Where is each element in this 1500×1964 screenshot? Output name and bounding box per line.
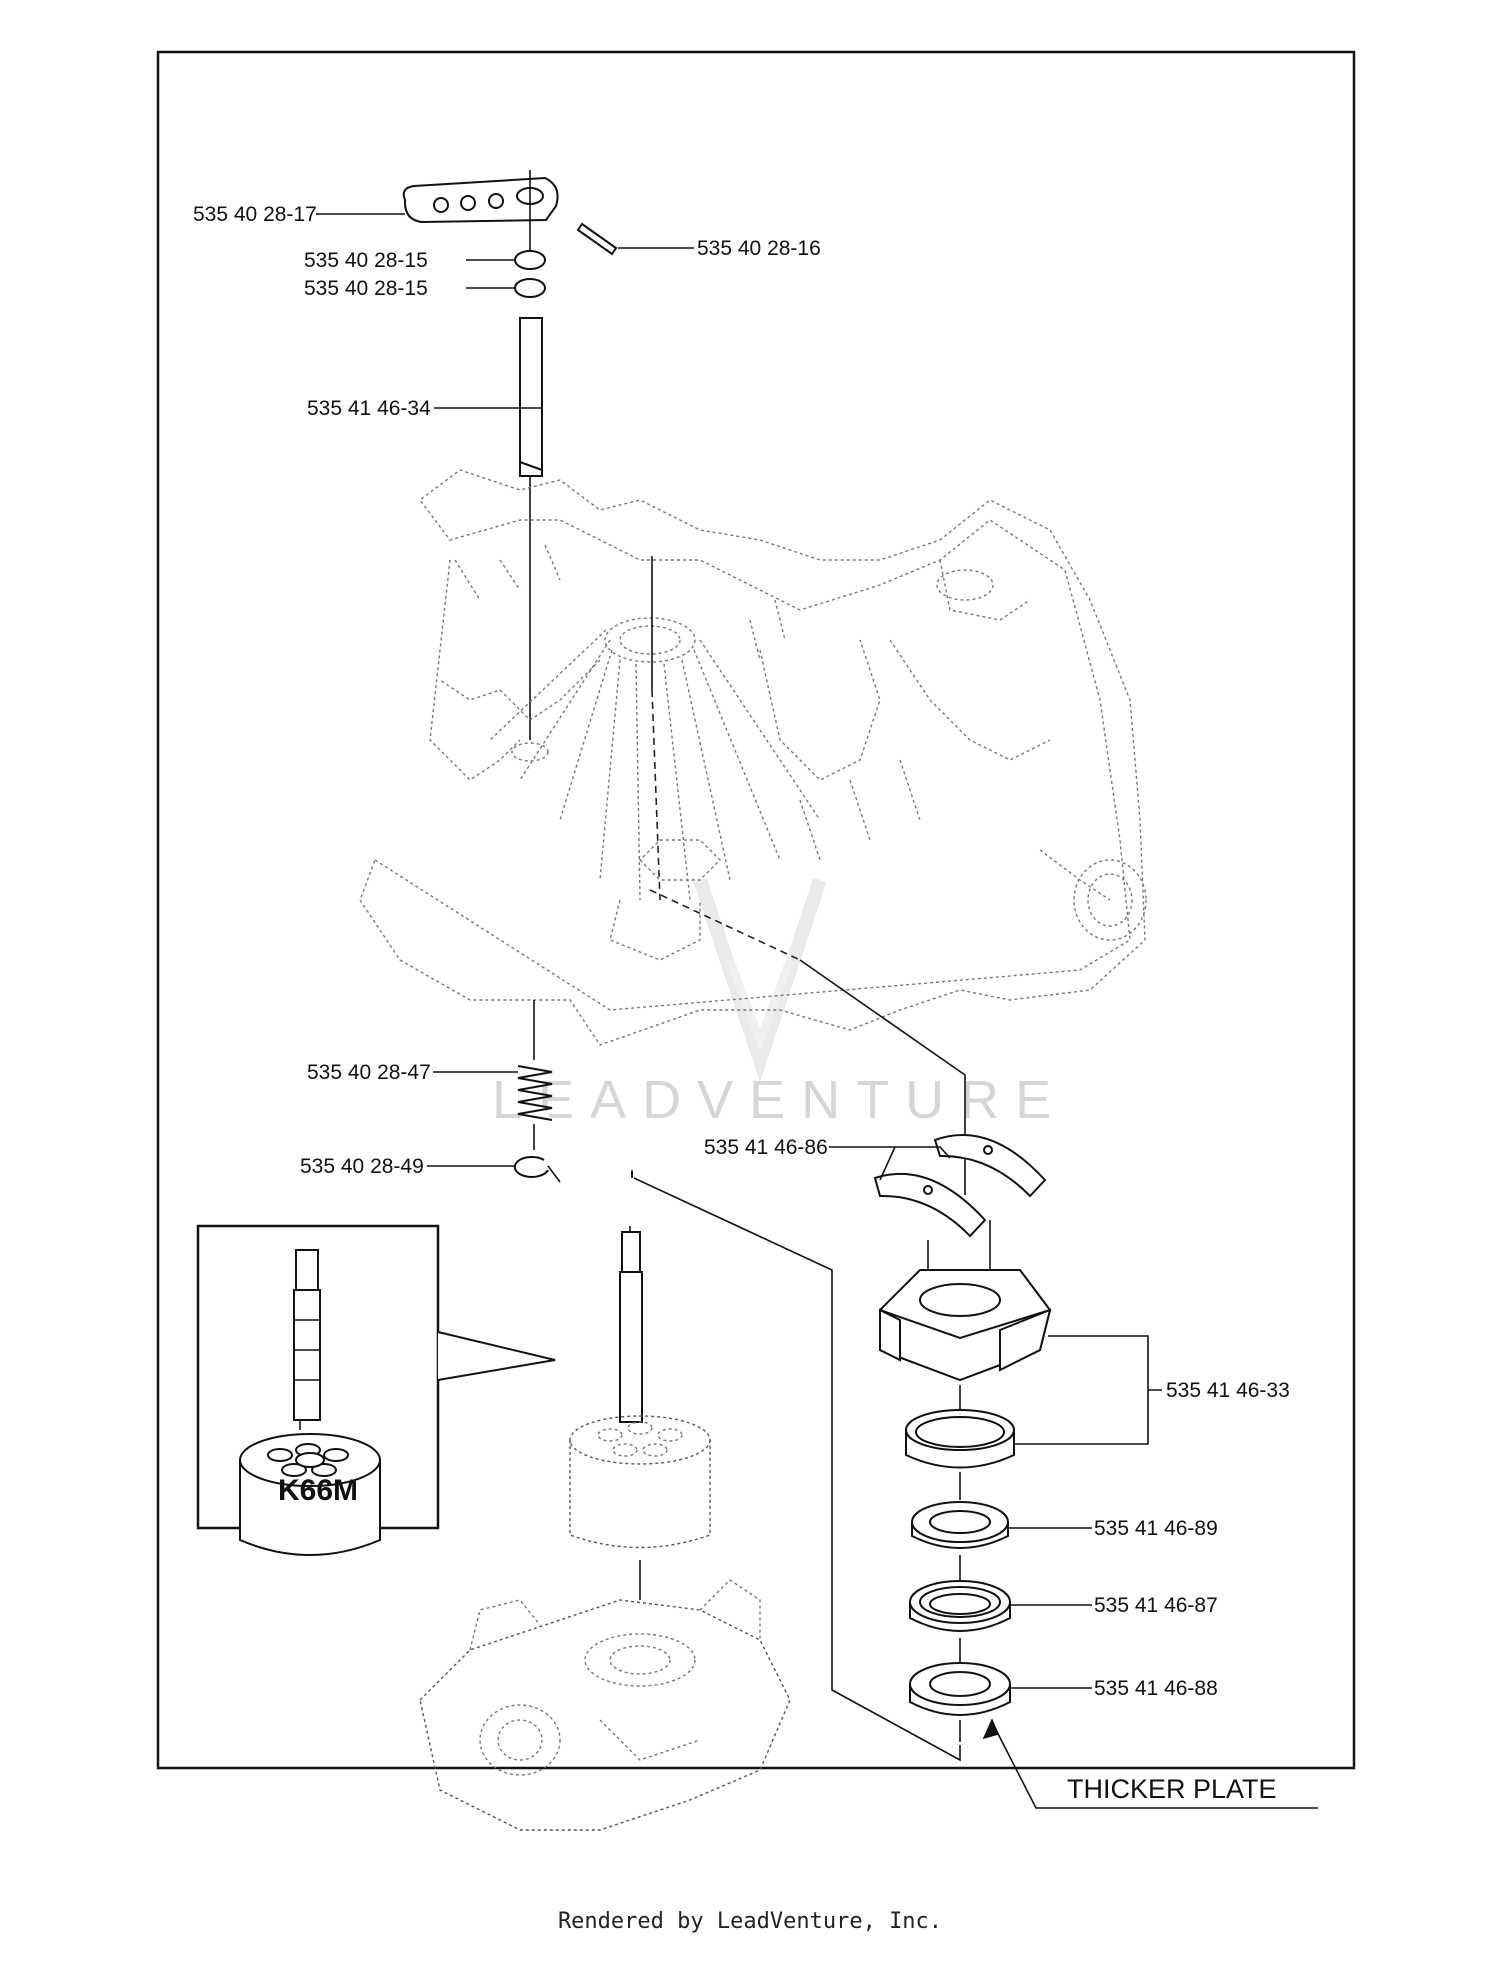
control-arm [402, 176, 559, 224]
diagram-frame [156, 50, 1356, 1770]
washer [911, 1501, 1009, 1549]
callout-thicker-plate: THICKER PLATE [1067, 1774, 1277, 1804]
thrust-ring [905, 1409, 1015, 1469]
bearing [909, 1580, 1011, 1632]
center-section [419, 1579, 791, 1831]
label-clip: 535 40 28-49 [300, 1155, 424, 1178]
label-retaining-ring-upper: 535 40 28-15 [304, 249, 428, 272]
watermark-logo [693, 877, 827, 1083]
footer-credit: Rendered by LeadVenture, Inc. [558, 1909, 942, 1934]
label-swashplate-assembly: 535 41 46-33 [1166, 1379, 1290, 1402]
thrust-plate [909, 1662, 1011, 1716]
clip [513, 1155, 561, 1183]
label-retaining-ring-lower: 535 40 28-15 [304, 277, 428, 300]
leader-lines [316, 213, 1318, 1809]
spring [517, 1065, 553, 1121]
label-control-arm: 535 40 28-17 [193, 203, 317, 226]
bushings [873, 1134, 1047, 1238]
label-bearing: 535 41 46-87 [1094, 1594, 1218, 1617]
label-washer: 535 41 46-89 [1094, 1517, 1218, 1540]
control-shaft [519, 317, 543, 477]
pin [576, 222, 618, 256]
label-spring: 535 40 28-47 [307, 1061, 431, 1084]
cylinder-block [569, 1226, 711, 1549]
transaxle-housing [359, 469, 1147, 1046]
inset-title: K66M [278, 1474, 358, 1507]
label-pin: 535 40 28-16 [697, 237, 821, 260]
retaining-ring-lower [514, 278, 546, 298]
inset-box [196, 1224, 556, 1556]
label-bushings: 535 41 46-86 [704, 1136, 828, 1159]
retaining-ring-upper [514, 250, 546, 270]
label-control-shaft: 535 41 46-34 [307, 397, 431, 420]
swashplate [879, 1269, 1052, 1382]
label-thrust-plate: 535 41 46-88 [1094, 1677, 1218, 1700]
watermark-text: LEADVENTURE [492, 1070, 1067, 1130]
